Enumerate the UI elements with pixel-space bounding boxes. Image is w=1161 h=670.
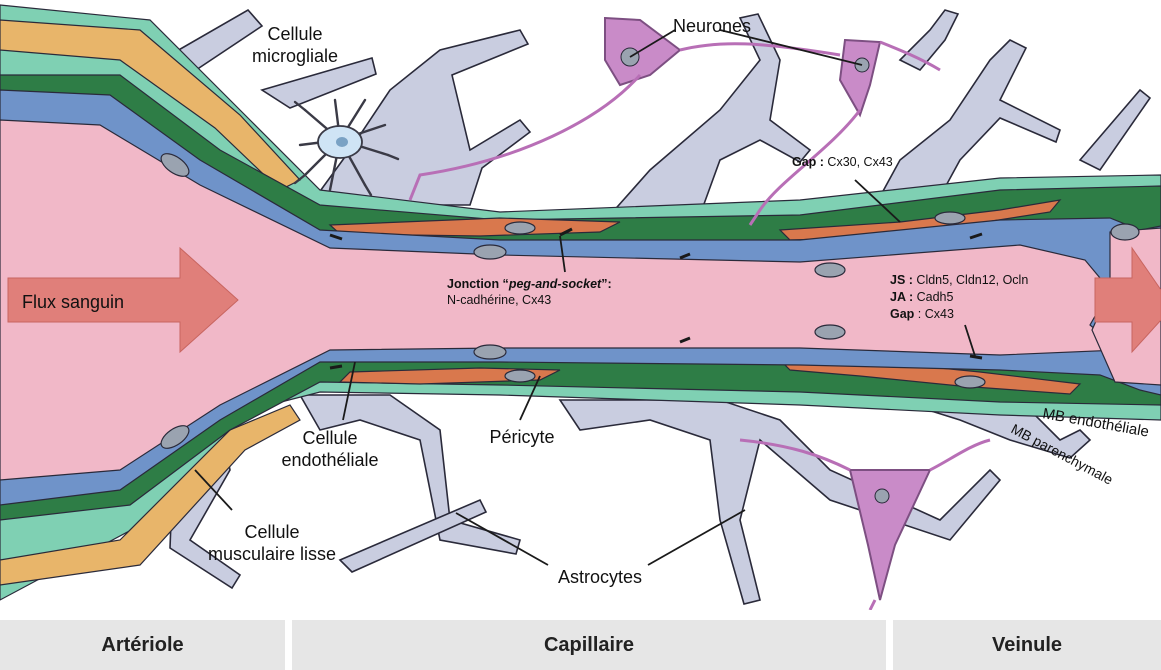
endothelial-cell-label-line2: endothéliale: [281, 450, 378, 470]
pericyte-label: Péricyte: [489, 427, 554, 447]
flux-label: Flux sanguin: [22, 292, 124, 312]
jonction-label-line2: N-cadhérine, Cx43: [447, 293, 551, 307]
neurones-label: Neurones: [673, 16, 751, 36]
footer-veinule: Veinule: [893, 620, 1161, 670]
ja-label: JA : Cadh5: [890, 290, 954, 304]
gap-label: Gap : Cx43: [890, 307, 954, 321]
bbb-vessel-diagram: Flux sanguin Cellule microgliale Neurone…: [0, 0, 1161, 610]
microglia-label-line2: microgliale: [252, 46, 338, 66]
arteriole-label: Artériole: [101, 634, 183, 657]
footer-arteriole: Artériole: [0, 620, 285, 670]
microglia-label-line1: Cellule: [267, 24, 322, 44]
jonction-label-line1: Jonction “peg-and-socket”:: [447, 277, 612, 291]
footer-capillaire: Capillaire: [292, 620, 886, 670]
veinule-label: Veinule: [992, 634, 1062, 657]
js-label: JS : Cldn5, Cldn12, Ocln: [890, 273, 1028, 287]
capillaire-label: Capillaire: [544, 634, 634, 657]
gap-top-label: Gap : Cx30, Cx43: [792, 155, 893, 169]
astrocytes-label: Astrocytes: [558, 567, 642, 587]
smooth-muscle-label-line1: Cellule: [244, 522, 299, 542]
endothelial-cell-label-line1: Cellule: [302, 428, 357, 448]
smooth-muscle-label-line2: musculaire lisse: [208, 544, 336, 564]
